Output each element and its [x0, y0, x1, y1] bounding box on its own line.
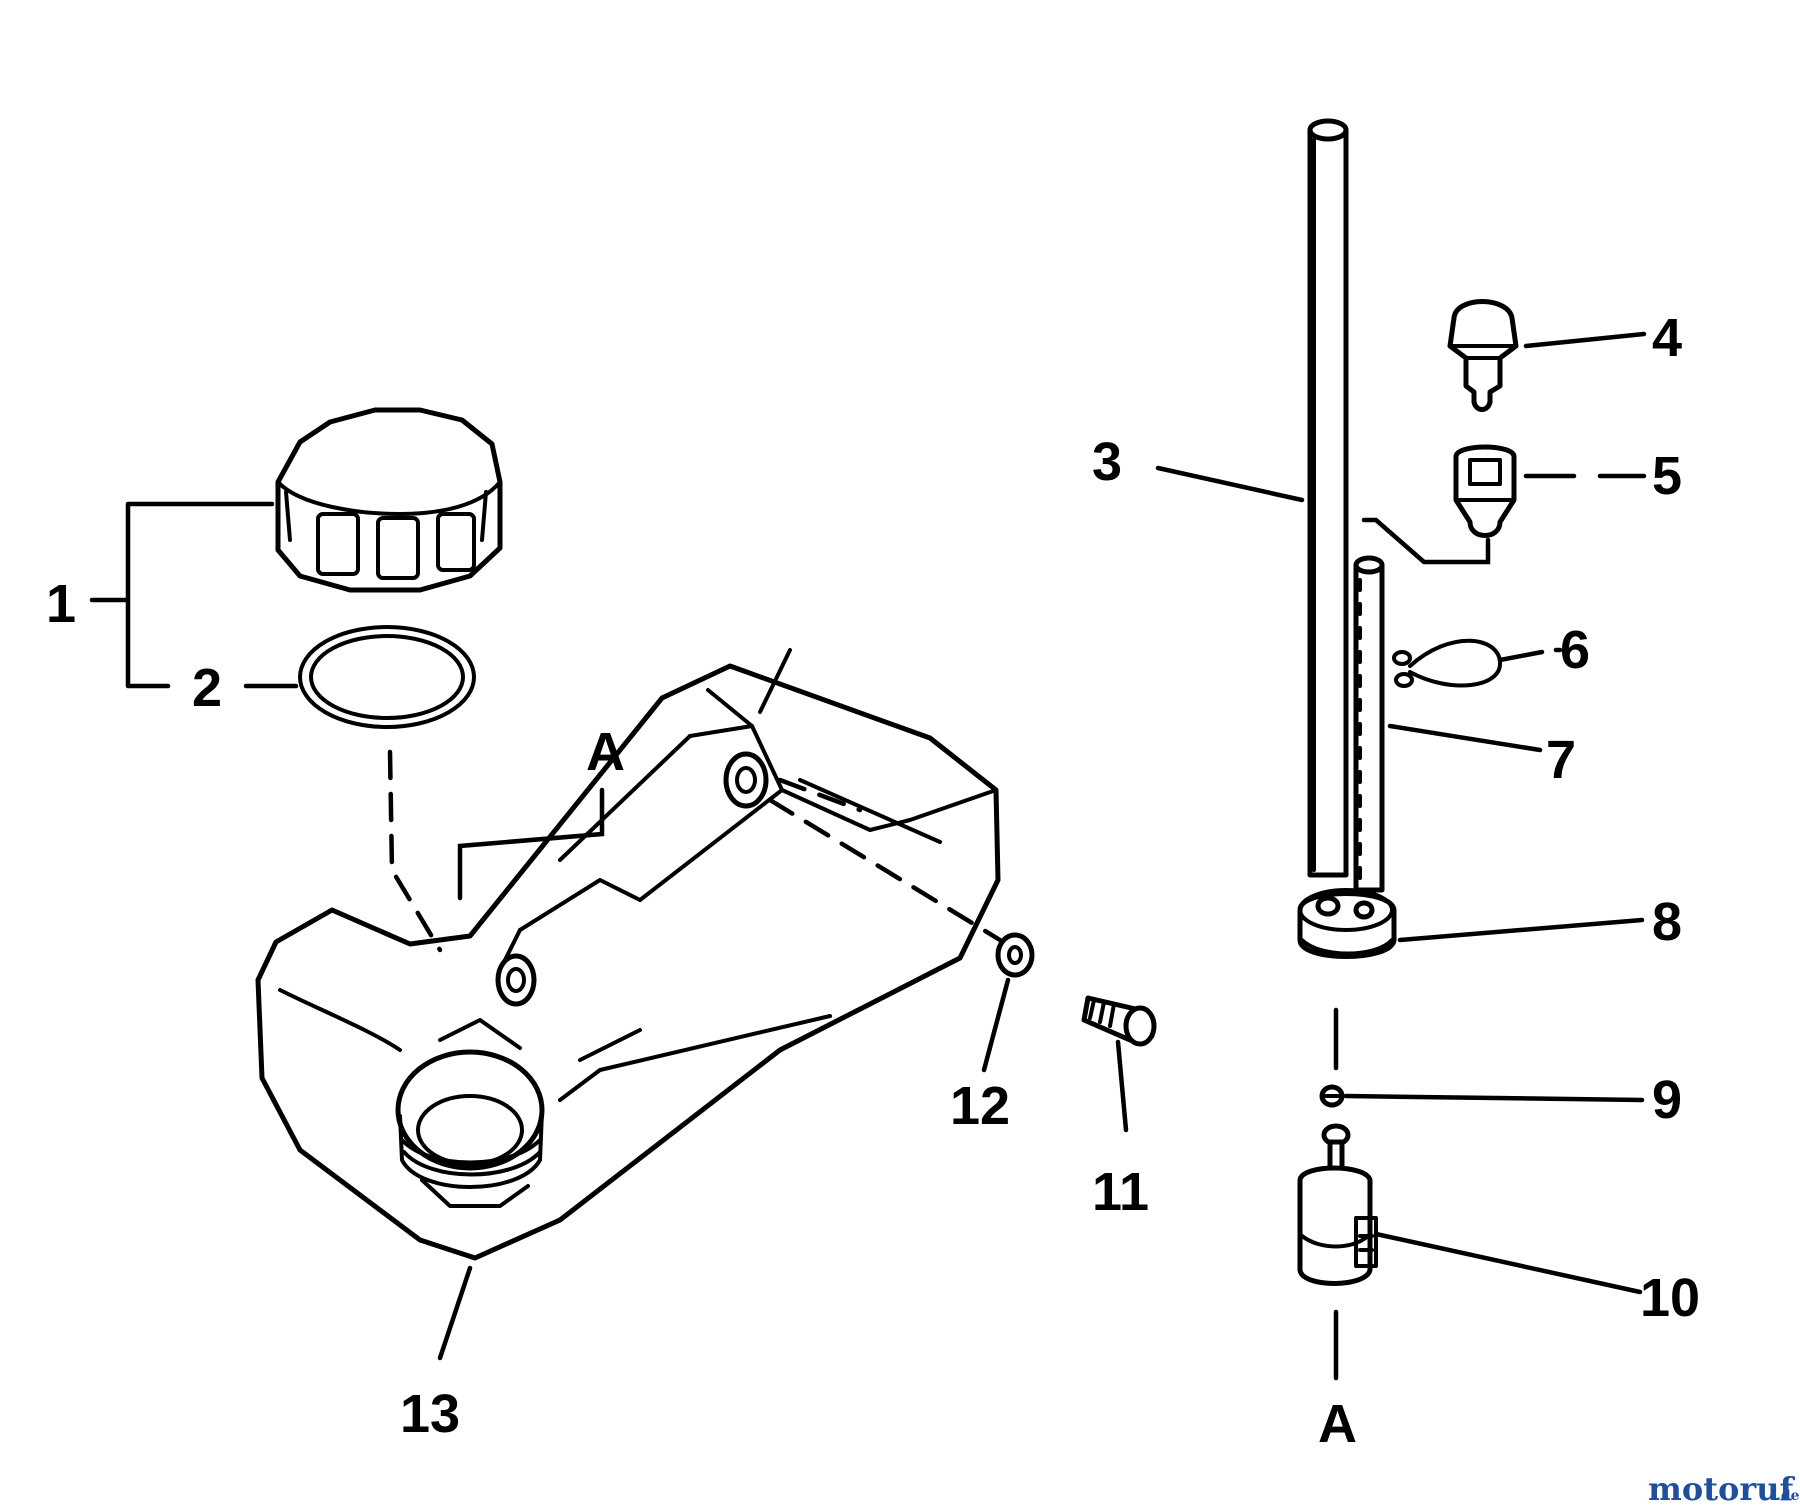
callout-3: 3 — [1092, 432, 1122, 492]
svg-text:motoruf: motoruf — [1648, 1470, 1795, 1508]
watermark-brand: motoruf — [1648, 1470, 1795, 1508]
fuel-tank — [255, 648, 1001, 1261]
tank-grommet — [995, 932, 1035, 978]
hose-clip — [1392, 638, 1503, 688]
reference-a-top: A — [586, 722, 625, 782]
mounting-screw — [1081, 995, 1157, 1047]
pipe-grommet — [1297, 888, 1397, 959]
callout-1: 1 — [46, 574, 76, 634]
callout-7: 7 — [1546, 730, 1576, 790]
callout-6: 6 — [1560, 620, 1590, 680]
watermark-suffix: .de — [1776, 1488, 1800, 1504]
callout-4: 4 — [1652, 308, 1682, 368]
callout-labels: 1 2 3 4 5 6 7 8 9 10 11 12 13 A A — [46, 308, 1700, 1454]
callout-10: 10 — [1640, 1268, 1700, 1328]
callout-12: 12 — [950, 1076, 1010, 1136]
callout-9: 9 — [1652, 1070, 1682, 1130]
callout-11: 11 — [1092, 1162, 1149, 1222]
watermark-logo: motoruf .de — [1648, 1470, 1800, 1508]
cap-gasket — [298, 625, 476, 729]
filter-cap — [1453, 444, 1517, 538]
callout-5: 5 — [1652, 446, 1682, 506]
fuel-pipe-long — [1307, 118, 1349, 878]
callout-13: 13 — [400, 1384, 460, 1444]
check-ball — [1319, 1084, 1345, 1108]
reference-a-bottom: A — [1318, 1394, 1357, 1454]
fuel-strainer — [1297, 1123, 1378, 1286]
fuel-cap — [275, 407, 503, 593]
callout-8: 8 — [1652, 892, 1682, 952]
callout-2: 2 — [192, 658, 222, 718]
leader-lines — [89, 331, 1647, 1381]
fuel-filter-upper — [1447, 299, 1519, 412]
fuel-pipe-short — [1353, 555, 1385, 893]
